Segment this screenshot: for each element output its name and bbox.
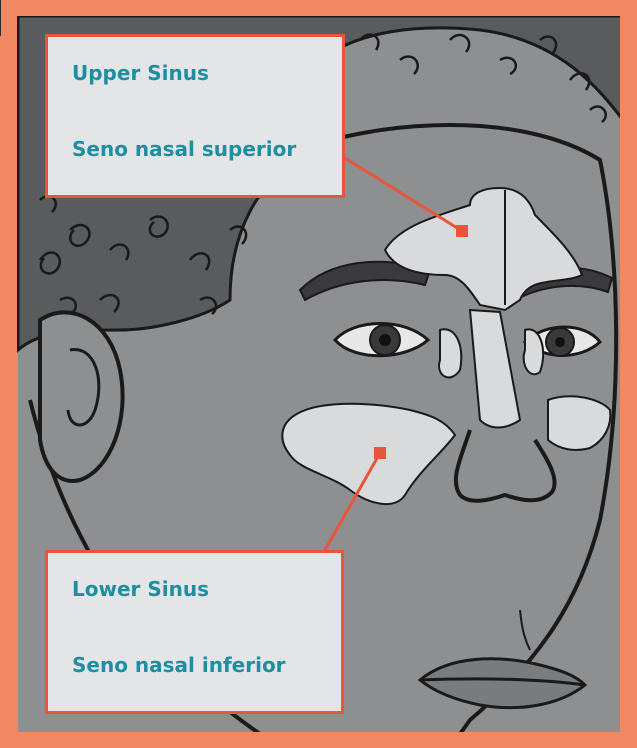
pointer-upper xyxy=(456,225,468,237)
lower-sinus-label-spanish: Seno nasal inferior xyxy=(72,653,286,677)
pointer-lower xyxy=(374,447,386,459)
upper-sinus-label-spanish: Seno nasal superior xyxy=(72,137,296,161)
upper-sinus-label: Upper Sinus xyxy=(72,61,209,85)
lower-sinus-callout: Lower Sinus Seno nasal inferior xyxy=(45,550,344,714)
lower-sinus-label: Lower Sinus xyxy=(72,577,209,601)
upper-sinus-callout: Upper Sinus Seno nasal superior xyxy=(45,34,345,198)
